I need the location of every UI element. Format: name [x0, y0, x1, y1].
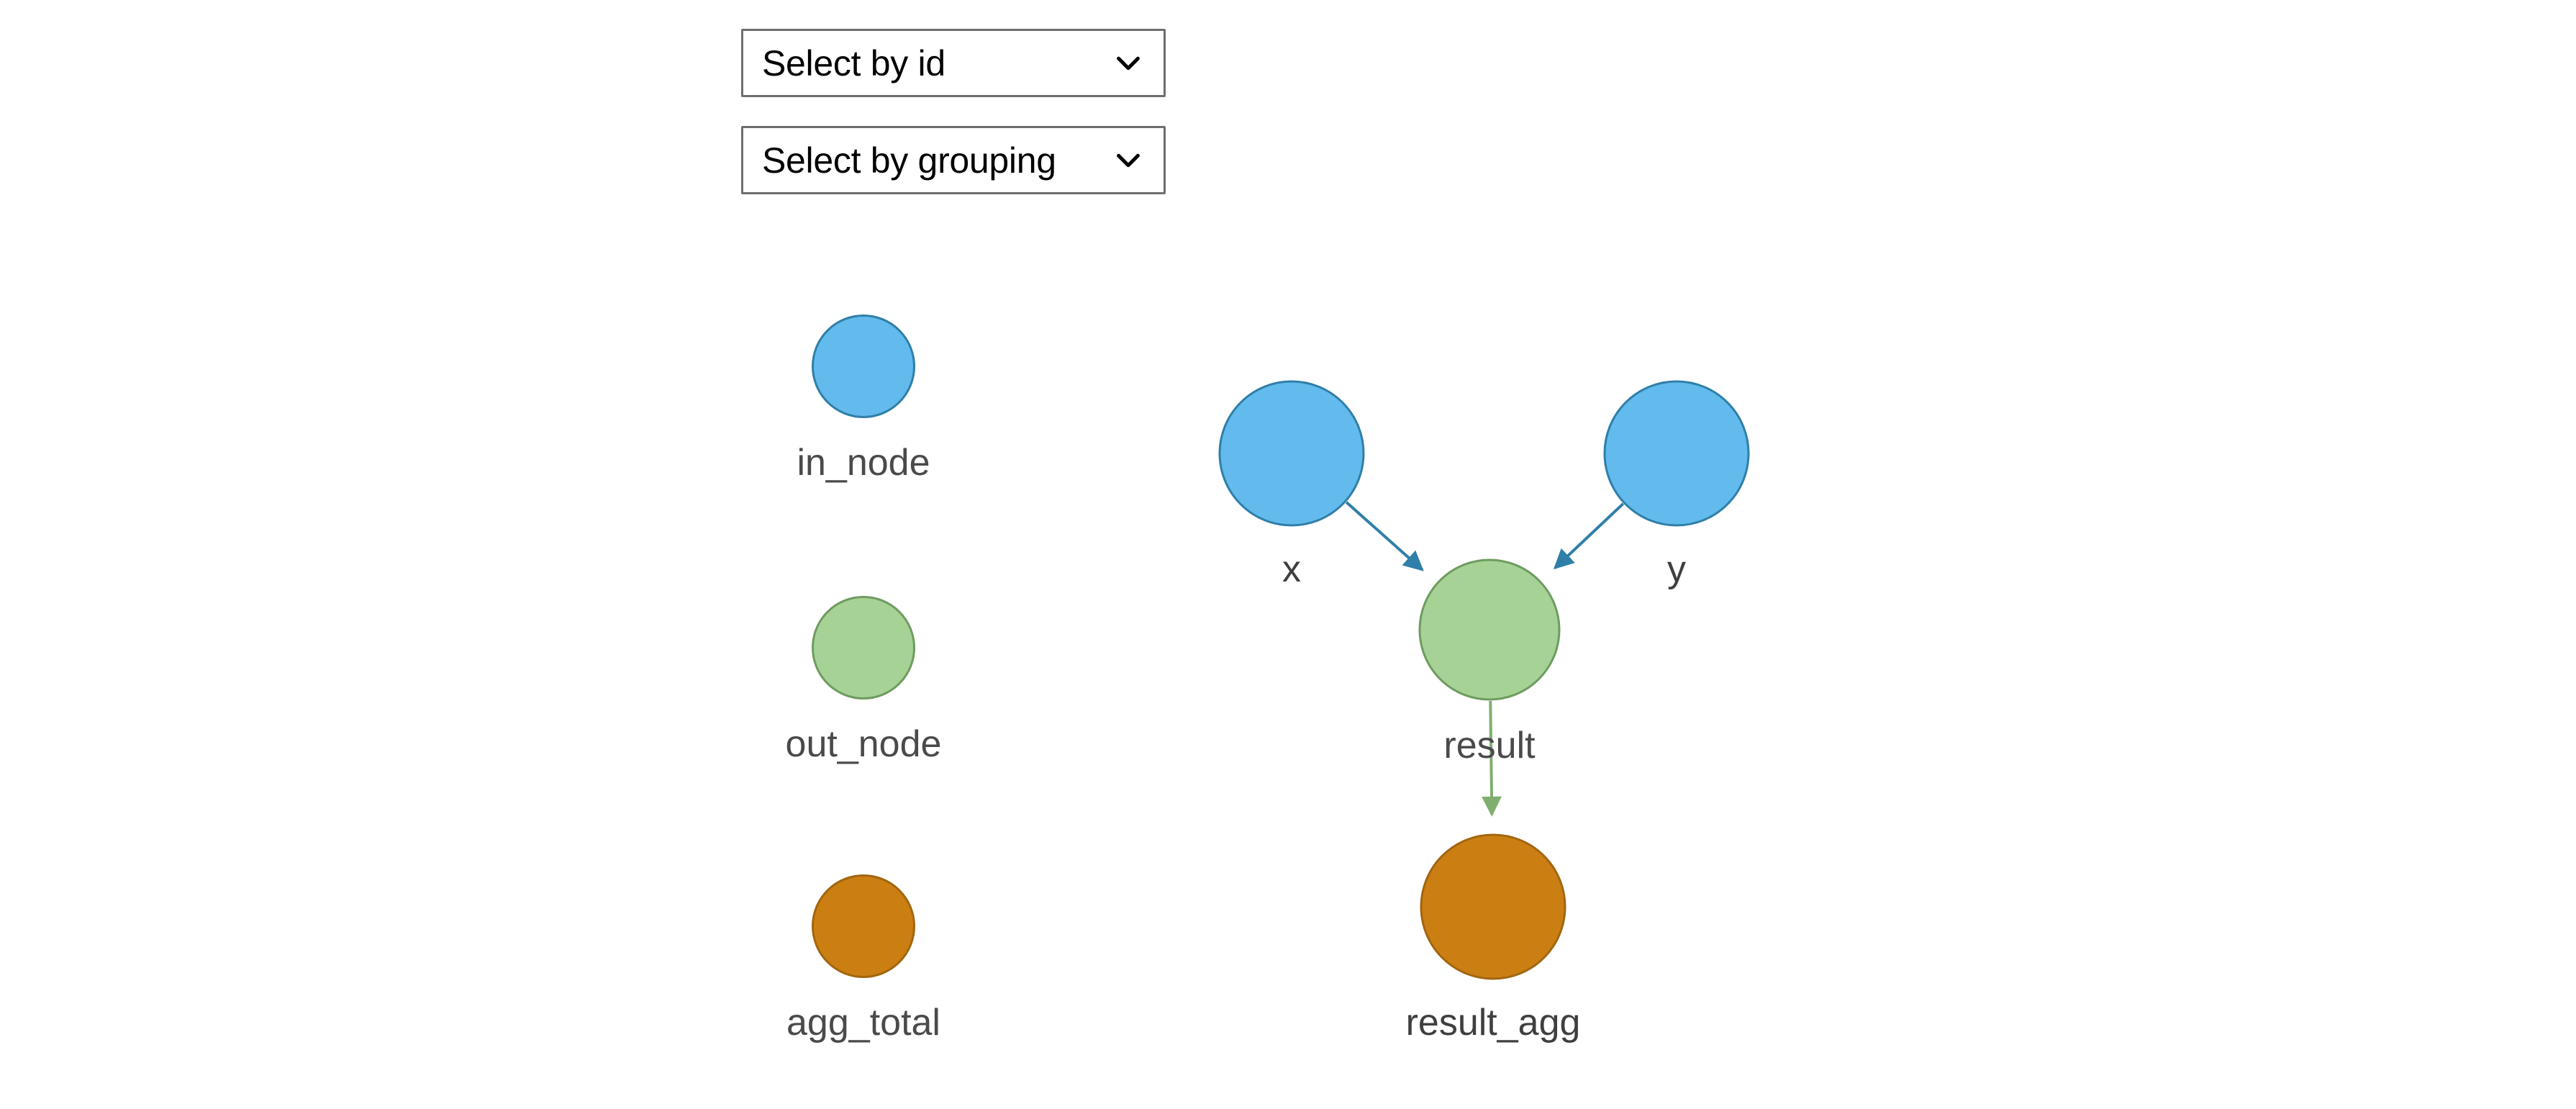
graph-nodes — [1218, 380, 1750, 980]
select-by-id-dropdown[interactable]: Select by id — [741, 29, 1166, 97]
chevron-down-icon[interactable] — [1112, 47, 1145, 80]
legend-label-in-node: in_node — [797, 442, 930, 484]
out-node-swatch-icon — [812, 596, 915, 700]
graph-node-y[interactable] — [1603, 380, 1750, 527]
graph-edges — [1345, 501, 1625, 817]
graph-edge-result-to-result_agg[interactable] — [1482, 700, 1502, 817]
select-by-grouping-value: Select by grouping — [762, 140, 1056, 181]
controls-panel: Select by id Select by grouping — [741, 29, 1173, 223]
legend-label-agg-total: agg_total — [786, 1002, 940, 1044]
select-by-grouping-dropdown[interactable]: Select by grouping — [741, 126, 1166, 194]
select-by-id-value: Select by id — [762, 42, 945, 83]
graph-edge-x-to-result[interactable] — [1345, 501, 1424, 571]
graph-node-x[interactable] — [1218, 380, 1365, 527]
graph-edge-y-to-result[interactable] — [1553, 502, 1625, 570]
graph-node-result_agg[interactable] — [1420, 833, 1566, 980]
legend-item-agg-total[interactable]: agg_total — [712, 874, 1015, 1041]
in-node-swatch-icon — [812, 314, 915, 418]
graph-node-result[interactable] — [1418, 558, 1561, 701]
legend-label-out-node: out_node — [785, 723, 942, 765]
legend-item-out-node[interactable]: out_node — [712, 596, 1015, 763]
chevron-down-icon[interactable] — [1112, 144, 1145, 177]
agg-total-swatch-icon — [812, 874, 915, 978]
legend-item-in-node[interactable]: in_node — [712, 314, 1015, 481]
